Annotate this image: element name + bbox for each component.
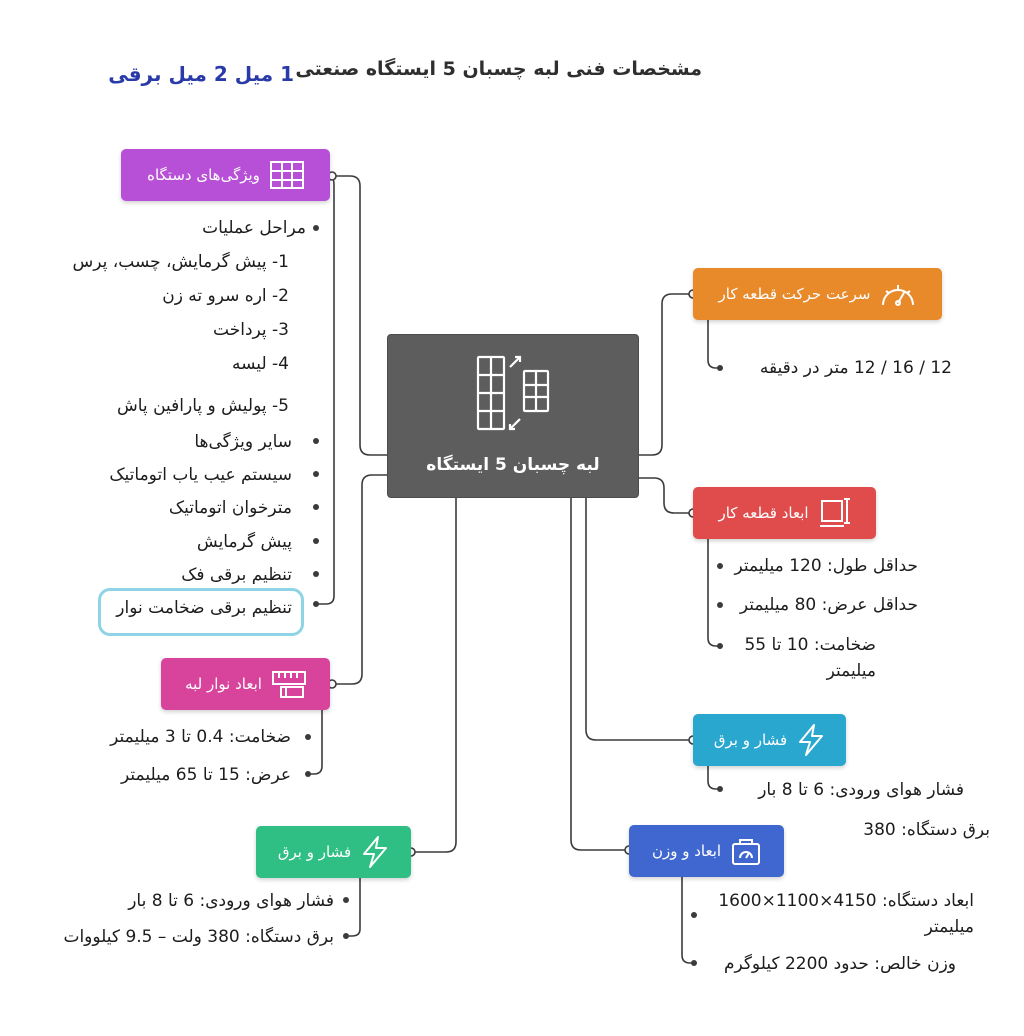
speed-item-0: 12 / 16 / 12 متر در دقیقه (759, 358, 952, 378)
category-band-label: ابعاد نوار لبه (185, 675, 262, 693)
feature-item-3: 3- پرداخت (213, 320, 289, 340)
feature-item-8: مترخوان اتوماتیک (168, 498, 292, 518)
center-node[interactable]: لبه چسبان 5 ایستگاه (387, 334, 639, 498)
feature-item-0: مراحل عملیات (202, 218, 306, 238)
edge-banding-icon (476, 355, 550, 431)
feature-item-1: 1- پیش گرمایش، چسب، پرس (72, 252, 289, 272)
category-workpiece-label: ابعاد قطعه کار (718, 504, 809, 522)
feature-item-2: 2- اره سرو ته زن (162, 286, 289, 306)
category-features[interactable]: ویژگی‌های دستگاه (121, 149, 330, 201)
connector-workpiece (637, 477, 693, 514)
dims-weight-item-0: ابعاد دستگاه: 4150×1100×1600 میلیمتر (718, 891, 974, 937)
speedometer-icon (882, 285, 915, 306)
feature-item-9: پیش گرمایش (196, 532, 292, 552)
category-pressure-right-label: فشار و برق (713, 731, 788, 749)
feature-item-4: 4- لیسه (232, 354, 289, 374)
workpiece-item-0: حداقل طول: 120 میلیمتر (734, 556, 918, 576)
band-item-1: عرض: 15 تا 65 میلیمتر (121, 765, 291, 785)
feature-item-5: 5- پولیش و پارافین پاش (117, 396, 289, 416)
pressure-left-item-0: فشار هوای ورودی: 6 تا 8 بار (128, 891, 334, 911)
pressure-left-item-1: برق دستگاه: 380 ولت – 9.5 کیلووات (63, 927, 334, 947)
scale-icon (732, 839, 761, 865)
connector-pressure-left (411, 496, 457, 853)
feature-item-11: تنظیم برقی ضخامت نوار (116, 598, 292, 618)
ruler-icon (271, 671, 306, 698)
workpiece-item-2: ضخامت: 10 تا 55 میلیمتر (744, 635, 876, 681)
connector-pressure-right (585, 496, 693, 741)
center-label: لبه چسبان 5 ایستگاه (426, 455, 600, 475)
connector-features (332, 175, 387, 456)
lightning-icon (363, 836, 388, 868)
workpiece-item-1: حداقل عرض: 80 میلیمتر (739, 595, 918, 615)
connector-dims-weight-items (681, 876, 694, 964)
category-dims-weight-label: ابعاد و وزن (651, 842, 722, 860)
pressure-right-item-1: برق دستگاه: 380 (863, 820, 990, 840)
feature-item-6: سایر ویژگی‌ها (194, 432, 292, 452)
category-dims-weight[interactable]: ابعاد و وزن (629, 825, 784, 877)
highlight-outline (98, 588, 304, 636)
category-speed-label: سرعت حرکت قطعه کار (718, 285, 871, 303)
dims-weight-item-1: وزن خالص: حدود 2200 کیلوگرم (723, 954, 956, 974)
category-features-label: ویژگی‌های دستگاه (147, 166, 260, 184)
band-item-0: ضخامت: 0.4 تا 3 میلیمتر (110, 727, 291, 747)
connector-pressure-right-items (707, 764, 720, 790)
feature-item-10: تنظیم برقی فک (181, 565, 292, 585)
category-speed[interactable]: سرعت حرکت قطعه کار (693, 268, 942, 320)
category-workpiece[interactable]: ابعاد قطعه کار (693, 487, 876, 539)
page-title: مشخصات فنی لبه چسبان 5 ایستگاه صنعتی (295, 58, 702, 80)
category-pressure-left-label: فشار و برق (277, 843, 352, 861)
pressure-right-item-0: فشار هوای ورودی: 6 تا 8 بار (758, 780, 964, 800)
connector-band (332, 474, 387, 685)
connector-workpiece-items (707, 537, 720, 647)
connector-speed (637, 293, 693, 456)
page-subtitle: 1 میل 2 میل برقی (108, 62, 294, 86)
connector-pressure-left-items (346, 876, 361, 937)
connector-speed-items (707, 318, 720, 369)
connector-dims-weight (570, 496, 629, 851)
feature-item-7: سیستم عیب یاب اتوماتیک (109, 465, 292, 485)
grid-icon (269, 161, 304, 189)
category-band[interactable]: ابعاد نوار لبه (161, 658, 330, 710)
lightning-icon (799, 724, 824, 756)
workpiece-icon (819, 498, 850, 527)
category-pressure-right[interactable]: فشار و برق (693, 714, 846, 766)
category-pressure-left[interactable]: فشار و برق (256, 826, 411, 878)
